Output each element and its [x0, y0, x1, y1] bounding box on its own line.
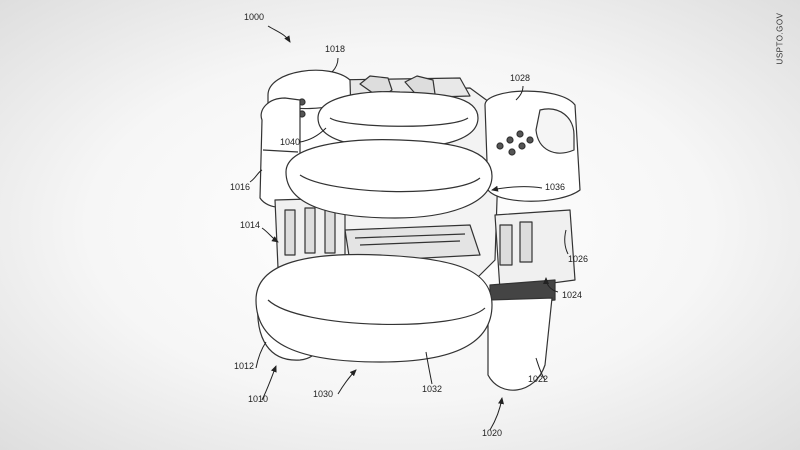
lower-inflatable	[255, 253, 493, 363]
ref-label-1014: 1014	[240, 220, 261, 230]
ref-label-1020: 1020	[482, 428, 503, 438]
ref-label-1028: 1028	[510, 73, 531, 83]
ref-label-1022: 1022	[528, 374, 549, 384]
ref-label-1026: 1026	[568, 254, 589, 264]
right-lower-limb	[487, 209, 576, 391]
ref-label-1032: 1032	[422, 384, 443, 394]
ref-label-1030: 1030	[313, 389, 334, 399]
ref-label-1024: 1024	[562, 290, 583, 300]
upper-right-joint	[484, 90, 581, 202]
ref-label-1018: 1018	[325, 44, 346, 54]
ref-label-1036: 1036	[545, 182, 566, 192]
leader-lines	[249, 25, 569, 431]
middle-inflatable	[285, 139, 493, 219]
ref-label-1000: 1000	[244, 12, 265, 22]
image-credit: USPTO.GOV	[775, 12, 785, 65]
ref-label-1010: 1010	[248, 394, 269, 404]
ref-label-1012: 1012	[234, 361, 255, 371]
ref-label-1040: 1040	[280, 137, 301, 147]
ref-label-1016: 1016	[230, 182, 251, 192]
